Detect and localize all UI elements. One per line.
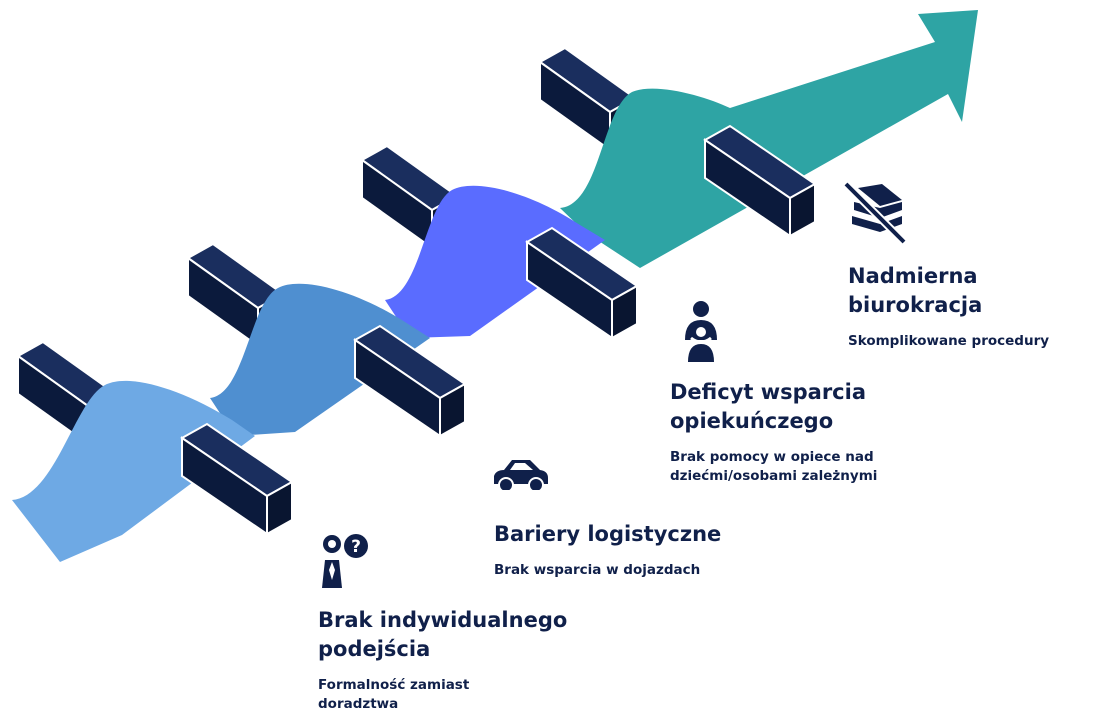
stage-1-title: Brak indywidualnego podejścia xyxy=(318,608,568,661)
no-documents-icon xyxy=(843,181,907,245)
stage-1-description: Formalność zamiast doradztwa xyxy=(318,677,470,712)
person-question-icon: ? xyxy=(322,534,368,588)
barrier-wall-lower-2 xyxy=(353,324,467,438)
stage-2-label: Bariery logistyczne Brak wsparcia w doja… xyxy=(494,520,721,580)
stage-2-description: Brak wsparcia w dojazdach xyxy=(494,562,701,578)
stage-4-label: Nadmierna biurokracja Skomplikowane proc… xyxy=(848,262,1049,351)
stage-3-description: Brak pomocy w opiece nad dziećmi/osobami… xyxy=(670,449,878,484)
path-stage-4 xyxy=(560,10,978,268)
stage-2-title: Bariery logistyczne xyxy=(494,522,722,546)
barrier-wall-lower-1 xyxy=(180,422,294,536)
path-stage-2 xyxy=(210,283,430,436)
barrier-wall-lower-3 xyxy=(525,226,639,340)
stage-4-description: Skomplikowane procedury xyxy=(848,333,1050,349)
barrier-wall-lower-4 xyxy=(703,124,817,238)
caregiver-icon xyxy=(685,301,717,362)
path-stage-1 xyxy=(12,380,255,562)
path-stage-3 xyxy=(385,185,605,338)
svg-text:?: ? xyxy=(351,537,361,557)
stage-3-title: Deficyt wsparcia opiekuńczego xyxy=(670,380,867,433)
stage-4-title: Nadmierna biurokracja xyxy=(848,264,983,317)
stage-1-label: Brak indywidualnego podejścia Formalność… xyxy=(318,606,567,714)
car-icon xyxy=(490,460,550,494)
stage-3-label: Deficyt wsparcia opiekuńczego Brak pomoc… xyxy=(670,378,877,486)
